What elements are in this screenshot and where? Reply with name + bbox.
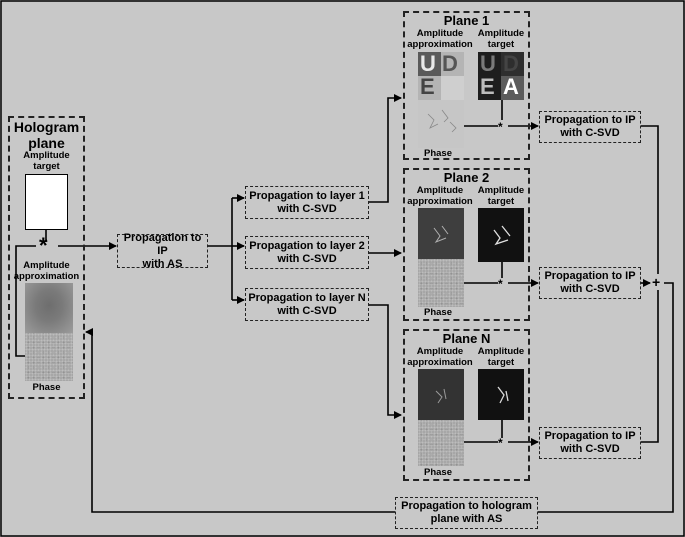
plane-n-target-image (478, 369, 524, 420)
sum-plus-symbol: + (651, 274, 662, 290)
hologram-amplitude-image (25, 283, 73, 333)
plane-n-target-label: Amplitude target (477, 346, 525, 368)
prop-ip-csvd-box-2: Propagation to IP with C-SVD (539, 267, 641, 299)
prop-hologram-as-box: Propagation to hologram plane with AS (395, 497, 538, 529)
plane-2-target-pattern (493, 225, 511, 246)
arrow-to-plane-n (369, 304, 402, 419)
layer-1-box: Propagation to layer 1 with C-SVD (245, 186, 369, 219)
prop-ip-csvd-box-1: Propagation to IP with C-SVD (539, 111, 641, 143)
backprop-to-hologram (85, 328, 395, 513)
plane-1-title: Plane 1 (443, 13, 490, 28)
hologram-target-image (25, 174, 68, 230)
plane-n-amplitude-pattern (435, 388, 447, 404)
plane-1-approx-label: Amplitude approximation (407, 28, 473, 50)
plane-2-phase-label: Phase (424, 307, 452, 318)
plane-1-amplitude-image: U D E (418, 51, 464, 100)
plane-2-phase-image (418, 259, 464, 307)
prop-ip-as-box: Propagation to IP with AS (117, 232, 208, 270)
arrow-to-plane-1 (369, 94, 402, 203)
plane-2-title: Plane 2 (443, 170, 490, 185)
hologram-plane-panel (8, 116, 85, 399)
plane-n-target-pattern (497, 386, 509, 404)
plane-1-target-image: U D E A (478, 51, 524, 100)
plane-2-approx-label: Amplitude approximation (407, 185, 473, 207)
hologram-amplitude-target-label: Amplitude target (23, 150, 70, 172)
plane-2-target-label: Amplitude target (477, 185, 525, 207)
layer-n-box: Propagation to layer N with C-SVD (245, 288, 369, 321)
sum-to-backprop (538, 282, 674, 513)
hologram-phase-image (25, 333, 73, 381)
sum-line-bottom (640, 290, 659, 443)
plane-1-approx-letter-e: E (420, 74, 435, 99)
plane-1-target-letter-e: E (480, 74, 495, 99)
plane-1-target-letter-d: D (503, 51, 519, 76)
hologram-feedback-line (15, 245, 36, 357)
plane-1-target-letter-u: U (480, 51, 496, 76)
plane-1-target-label: Amplitude target (477, 28, 525, 50)
plane-n-panel (403, 329, 530, 481)
plane-n-title: Plane N (442, 331, 491, 346)
hologram-phase-label: Phase (32, 382, 61, 393)
plane-2-target-image (478, 208, 524, 262)
prop-ip-csvd-box-n: Propagation to IP with C-SVD (539, 427, 641, 459)
plane-2-amplitude-pattern (433, 225, 449, 244)
plane-n-approx-label: Amplitude approximation (407, 346, 473, 368)
plane-1-approx-letter-u: U (420, 51, 436, 76)
plane-1-phase-label: Phase (424, 148, 452, 159)
plane-1-star-symbol: * (498, 120, 503, 134)
hologram-star-symbol: * (39, 233, 48, 258)
hologram-amplitude-approximation-label: Amplitude approximation (13, 260, 80, 282)
plane-n-star-symbol: * (498, 436, 503, 450)
plane-1-phase-image (418, 100, 464, 148)
plane-2-amplitude-image (418, 208, 464, 259)
plane-2-star-symbol: * (498, 277, 503, 291)
hologram-plane-title: Hologram plane (13, 119, 80, 151)
plane-1-panel (403, 11, 530, 160)
plane-1-target-letter-a: A (503, 74, 519, 99)
plane-1-approx-letter-d: D (442, 51, 458, 76)
plane-1-phase-texture (427, 109, 457, 133)
sum-line-top (640, 125, 659, 277)
plane-n-phase-label: Phase (424, 467, 452, 478)
plane-n-amplitude-image (418, 369, 464, 420)
plane-2-panel (403, 168, 530, 321)
layer-2-box: Propagation to layer 2 with C-SVD (245, 236, 369, 269)
plane-n-phase-image (418, 420, 464, 466)
